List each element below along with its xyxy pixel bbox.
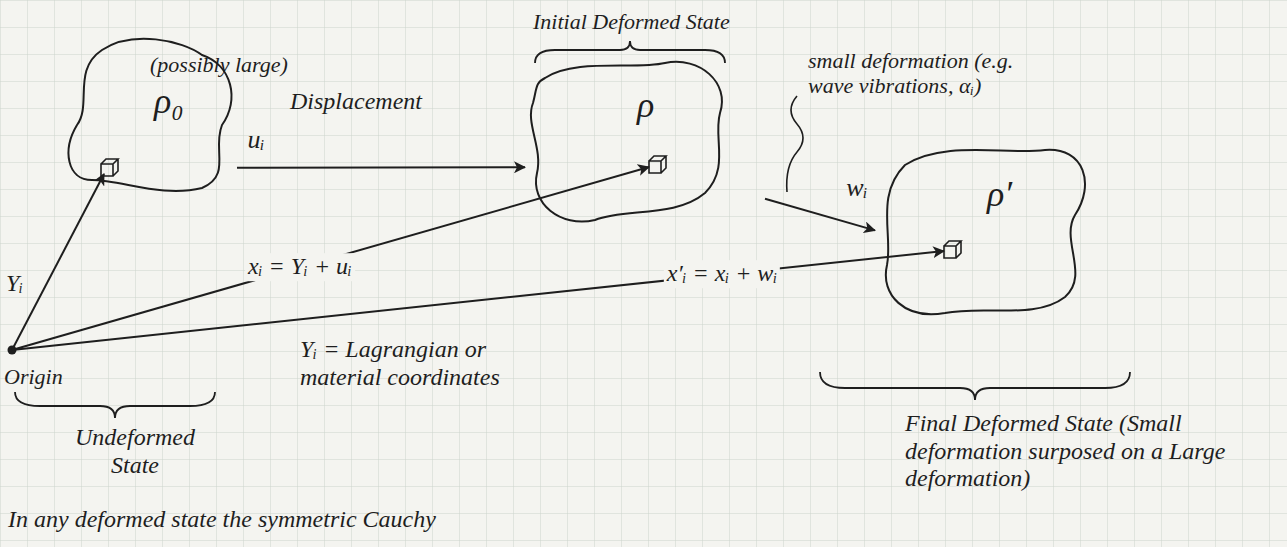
annotation-text: Origin <box>4 364 63 389</box>
annotation-text: (possibly large) <box>150 52 288 77</box>
position-vector <box>12 174 104 350</box>
annotation-text: Final Deformed State (Small deformation … <box>905 410 1235 493</box>
position-vector <box>12 251 944 350</box>
state-heading: Initial Deformed State <box>533 10 730 34</box>
annotation-text: small deformation (e.g. wave vibrations,… <box>808 48 1058 99</box>
annotation-text: Yᵢ <box>6 270 23 298</box>
annotation-text: Displacement <box>290 88 422 116</box>
position-vector <box>12 167 649 350</box>
density-symbol: ρ₀ <box>154 82 184 122</box>
brace <box>15 392 215 418</box>
density-symbol: ρ′ <box>987 175 1012 215</box>
leader-line <box>787 96 803 192</box>
body-outline-path <box>531 62 722 222</box>
annotation-text: In any deformed state the symmetric Cauc… <box>8 506 436 534</box>
deformation-state-region: ρ′ <box>875 135 1095 320</box>
displacement-arrow <box>765 199 875 231</box>
body-outline-path <box>886 150 1085 314</box>
displacement-arrow <box>237 166 525 169</box>
vector-label: wᵢ <box>846 173 867 203</box>
body-outline <box>875 135 1095 320</box>
annotation-text: x′ᵢ = xᵢ + wᵢ <box>664 260 780 288</box>
vector-label: uᵢ <box>247 125 264 155</box>
annotation-text: xᵢ = Yᵢ + uᵢ <box>245 253 355 281</box>
annotation-text: Yᵢ = Lagrangian or material coordinates <box>300 336 545 391</box>
density-symbol: ρ <box>637 86 654 126</box>
annotation-text: Undeformed State <box>60 424 210 479</box>
brace <box>535 41 725 63</box>
material-element <box>101 156 961 258</box>
brace <box>820 372 1130 400</box>
deformation-state-region: Initial Deformed State ρ <box>525 8 765 228</box>
